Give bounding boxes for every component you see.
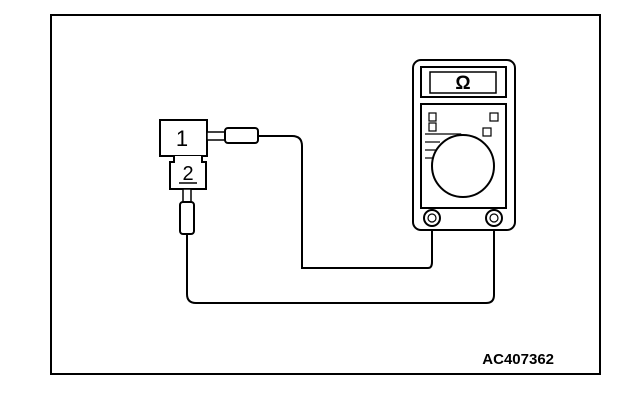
multimeter-display xyxy=(429,71,497,94)
probe-pin-2 xyxy=(179,188,195,235)
test-lead-pin-2 xyxy=(186,222,495,304)
connector-pin-1-label: 1 xyxy=(176,126,188,151)
switch-right-upper xyxy=(489,112,499,122)
connector: 1 2 xyxy=(159,119,208,190)
test-lead-pin-1 xyxy=(258,135,433,269)
diagram-frame xyxy=(50,14,601,375)
input-jack-left-inner xyxy=(427,213,437,223)
figure-code: AC407362 xyxy=(482,351,554,368)
probe-pin-2-body xyxy=(179,201,195,235)
multimeter: Ω xyxy=(412,59,516,231)
switch-left-lower xyxy=(428,122,437,132)
connector-pin-2-label: 2 xyxy=(182,163,193,185)
switch-right-lower xyxy=(482,127,492,137)
input-jack-right-inner xyxy=(489,213,499,223)
ohm-symbol: Ω xyxy=(455,73,470,94)
rotary-dial xyxy=(431,134,495,198)
switch-left-upper xyxy=(428,112,437,122)
probe-pin-1-body xyxy=(224,127,259,144)
